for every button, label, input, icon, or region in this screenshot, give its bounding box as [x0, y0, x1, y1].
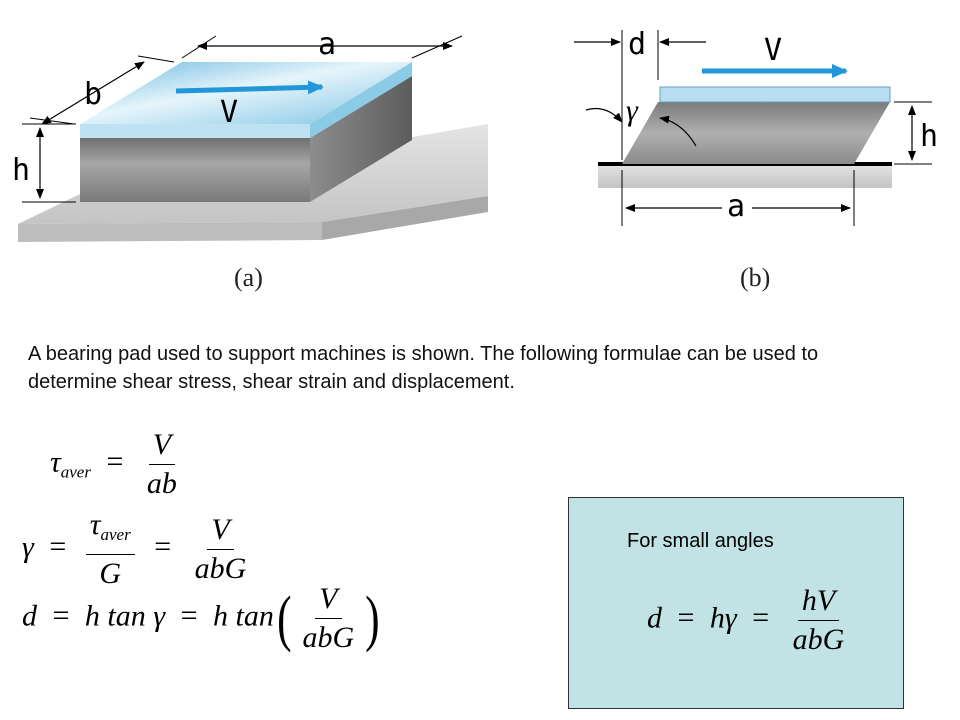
caption-b: (b)	[740, 263, 770, 292]
tau-subscript: aver	[60, 462, 91, 482]
pad-top	[80, 62, 412, 124]
right-paren: )	[365, 584, 380, 653]
gamma-symbol: γ	[22, 530, 34, 564]
h-tan: h tan	[213, 599, 274, 633]
gamma-arrow-left	[585, 107, 623, 123]
base-plate-front	[18, 222, 322, 242]
denominator: abG	[792, 623, 845, 656]
pad-front-edge	[80, 124, 310, 138]
gamma-arc-arrow	[659, 115, 697, 147]
ext-line-b-top	[137, 55, 175, 63]
h-tan-gamma: h tan γ	[84, 599, 166, 633]
figure-a: V a b h (a)	[12, 27, 488, 292]
pad-side-edge	[310, 62, 412, 138]
d-symbol: d	[647, 601, 662, 635]
equation-small-angle-displacement: d = hγ = hV abG	[647, 584, 852, 657]
numerator: hV	[797, 584, 840, 621]
small-angles-box: For small angles d = hγ = hV abG	[568, 497, 904, 709]
tau-subscript: aver	[100, 525, 131, 544]
left-paren: (	[276, 584, 292, 653]
d-symbol: d	[22, 599, 37, 633]
block-front	[80, 138, 310, 202]
equation-shear-stress: τaver = V ab	[50, 428, 185, 501]
equals-sign-2: =	[180, 599, 198, 633]
equation-shear-strain: γ = τaver G = V abG	[22, 508, 254, 591]
equals-sign-2: =	[154, 530, 172, 564]
numerator: V	[148, 428, 176, 465]
denominator: abG	[194, 552, 247, 585]
ext-line-a-right	[411, 35, 463, 59]
base-plate-side	[322, 196, 488, 240]
label-h-b: h	[920, 119, 938, 154]
label-a-b: a	[727, 189, 745, 224]
ext-line-a-left	[181, 35, 217, 59]
label-V-a: V	[220, 95, 238, 130]
label-b-a: b	[84, 77, 102, 112]
ground-b	[598, 164, 892, 188]
denominator: G	[99, 557, 122, 590]
label-V-b: V	[764, 33, 782, 68]
label-a-a: a	[318, 27, 336, 62]
tau-symbol: τ	[89, 508, 101, 541]
description-text: A bearing pad used to support machines i…	[28, 343, 819, 393]
dim-line-b	[41, 61, 145, 125]
equation-displacement: d = h tan γ = h tan( V abG )	[22, 582, 383, 655]
label-a-b-bg	[722, 192, 752, 222]
tau-symbol: τ	[50, 445, 61, 479]
equals-sign-2: =	[752, 601, 770, 635]
fraction-v-over-abg: V abG	[299, 582, 359, 655]
denominator: abG	[302, 621, 355, 654]
shear-force-arrow-a	[175, 80, 324, 95]
fraction: V ab	[143, 428, 181, 501]
fraction-v-over-abg: V abG	[191, 513, 251, 586]
label-gamma-b: γ	[626, 94, 639, 127]
numerator: V	[315, 582, 342, 619]
sheared-pad	[659, 86, 891, 103]
equals-sign: =	[52, 599, 70, 633]
fraction-hv-over-abg: hV abG	[789, 584, 849, 657]
h-gamma: hγ	[709, 601, 737, 635]
label-h-a: h	[12, 153, 30, 188]
equals-sign: =	[677, 601, 695, 635]
ext-line-b-bottom	[29, 117, 75, 125]
equals-sign: =	[106, 445, 124, 479]
equals-sign: =	[49, 530, 67, 564]
fraction-tau-over-g: τaver G	[85, 508, 135, 591]
caption-a: (a)	[234, 263, 263, 292]
denominator: ab	[146, 467, 177, 500]
block-side	[310, 76, 412, 202]
sheared-block	[622, 102, 890, 164]
bearing-pad-figure: V a b h (a) V d	[12, 27, 938, 292]
label-d-b: d	[628, 27, 646, 62]
numerator: τaver	[85, 508, 135, 555]
numerator: V	[207, 513, 234, 550]
small-angles-title: For small angles	[627, 530, 774, 552]
figure-b: V d γ h a (b)	[574, 27, 938, 292]
